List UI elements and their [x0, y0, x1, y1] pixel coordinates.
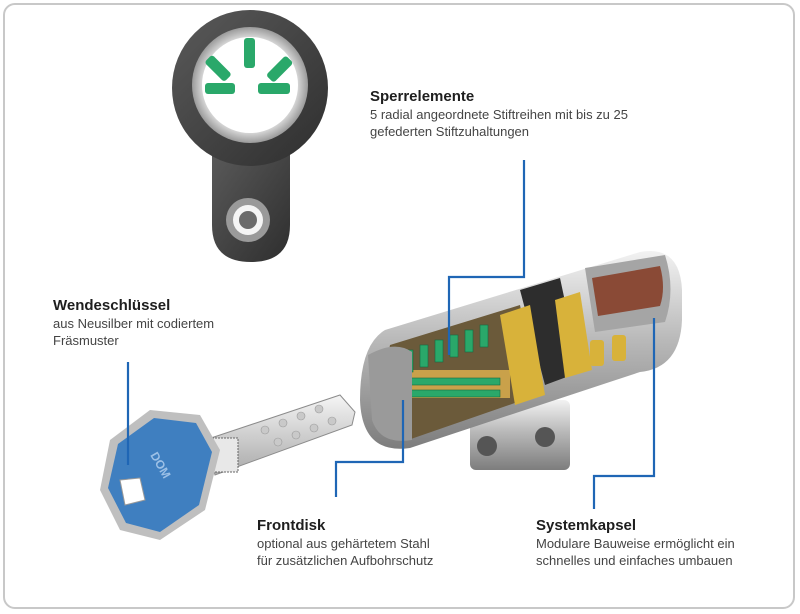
callout-title: Wendeschlüssel: [53, 297, 171, 314]
callout-text: gefederten Stiftzuhaltungen: [370, 124, 530, 139]
cylinder-cutaway: [360, 251, 682, 470]
callout-text: optional aus gehärtetem Stahl: [257, 536, 430, 551]
callout-title: Systemkapsel: [536, 517, 637, 534]
callout-title: Sperrelemente: [370, 88, 475, 105]
callout-sperrelemente: Sperrelemente 5 radial angeordnete Stift…: [370, 88, 628, 140]
callout-text: schnelles und einfaches umbauen: [536, 553, 733, 568]
callout-frontdisk: Frontdisk optional aus gehärtetem Stahl …: [257, 517, 433, 569]
callout-text: Fräsmuster: [53, 333, 119, 348]
leader-systemkapsel: [592, 318, 656, 509]
callout-text: Modulare Bauweise ermöglicht ein: [536, 536, 735, 551]
callout-text: aus Neusilber mit codiertem: [53, 316, 215, 331]
leader-sperrelemente: [447, 160, 526, 355]
callout-systemkapsel: Systemkapsel Modulare Bauweise ermöglich…: [536, 517, 735, 569]
cylinder-front-view: [172, 10, 328, 262]
leader-frontdisk: [334, 400, 405, 497]
callout-text: 5 radial angeordnete Stiftreihen mit bis…: [370, 107, 628, 122]
reversible-key: DOM: [100, 394, 356, 540]
radial-pins: [205, 38, 293, 94]
callout-text: für zusätzlichen Aufbohrschutz: [257, 553, 434, 568]
leader-lines: [126, 160, 656, 509]
callout-title: Frontdisk: [257, 517, 326, 534]
callout-wendeschluessel: Wendeschlüssel aus Neusilber mit codiert…: [53, 297, 214, 349]
